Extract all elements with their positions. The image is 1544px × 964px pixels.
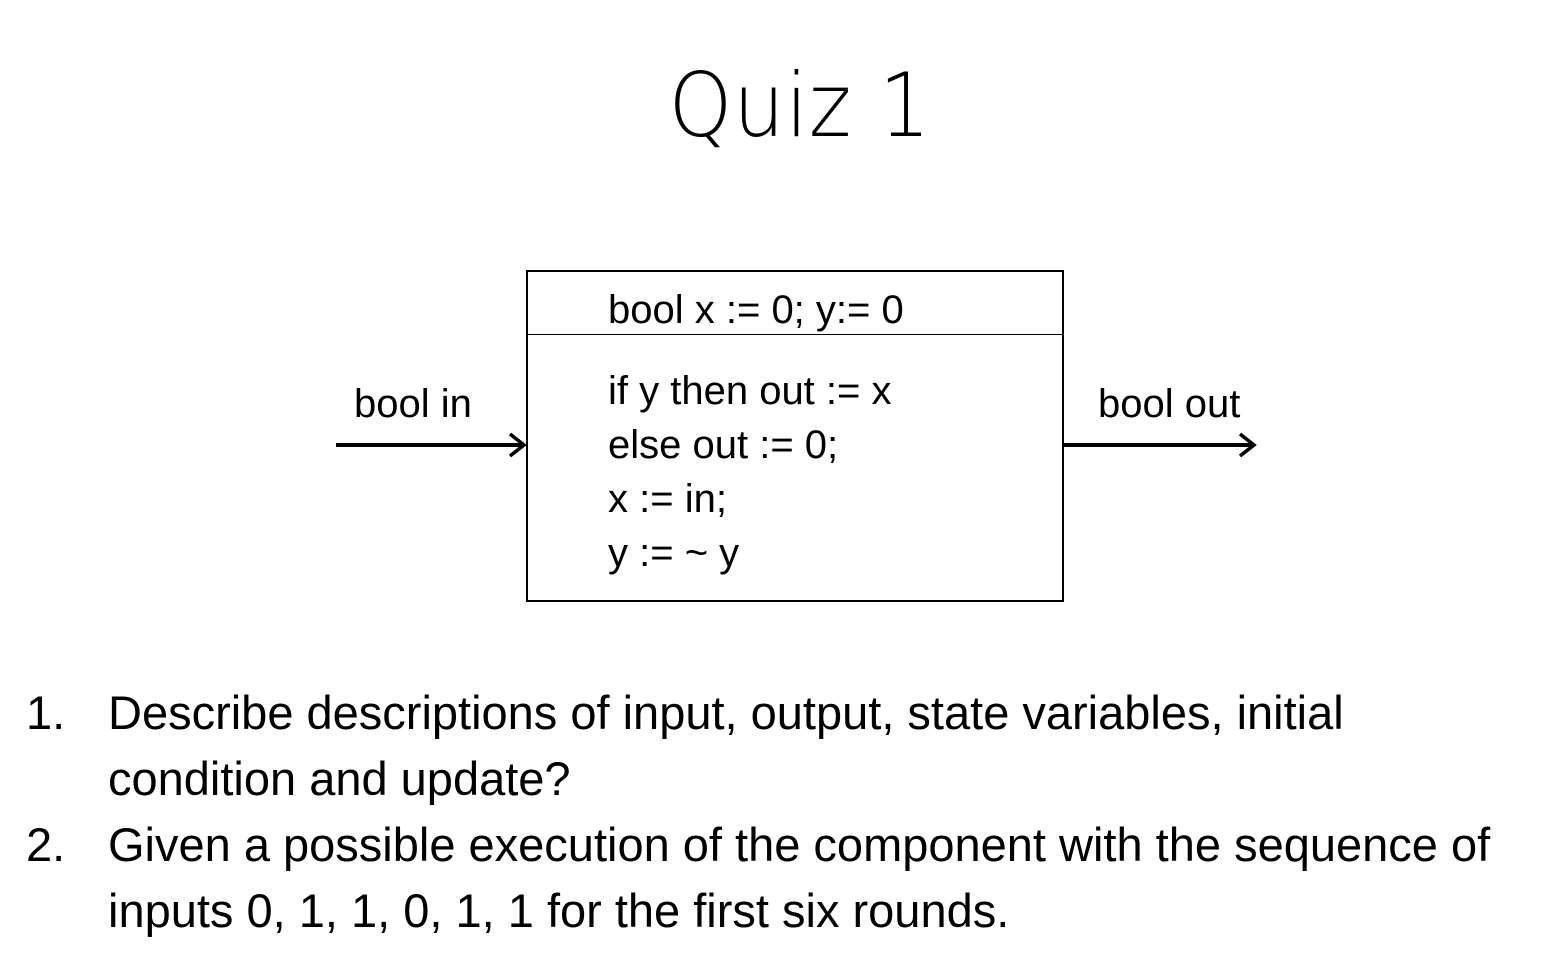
question-item: 2. Given a possible execution of the com… <box>26 812 1536 944</box>
update-line: x := in; <box>608 477 727 521</box>
box-divider <box>528 334 1062 335</box>
question-list: 1. Describe descriptions of input, outpu… <box>26 680 1536 944</box>
output-label: bool out <box>1098 382 1241 426</box>
output-arrow <box>1064 432 1257 458</box>
state-declaration: bool x := 0; y:= 0 <box>608 288 904 332</box>
update-block: if y then out := x else out := 0; x := i… <box>608 364 892 580</box>
component-box: bool x := 0; y:= 0 if y then out := x el… <box>526 270 1064 602</box>
update-line: y := ~ y <box>608 531 740 575</box>
question-item: 1. Describe descriptions of input, outpu… <box>26 680 1536 812</box>
slide-title: Quiz 1 <box>668 54 932 157</box>
question-number: 1. <box>26 686 66 739</box>
input-arrow <box>336 432 527 458</box>
question-number: 2. <box>26 818 66 871</box>
input-label: bool in <box>354 382 472 426</box>
question-text: Given a possible execution of the compon… <box>108 818 1491 937</box>
update-line: if y then out := x <box>608 369 892 413</box>
update-line: else out := 0; <box>608 423 839 467</box>
question-text: Describe descriptions of input, output, … <box>108 686 1344 805</box>
